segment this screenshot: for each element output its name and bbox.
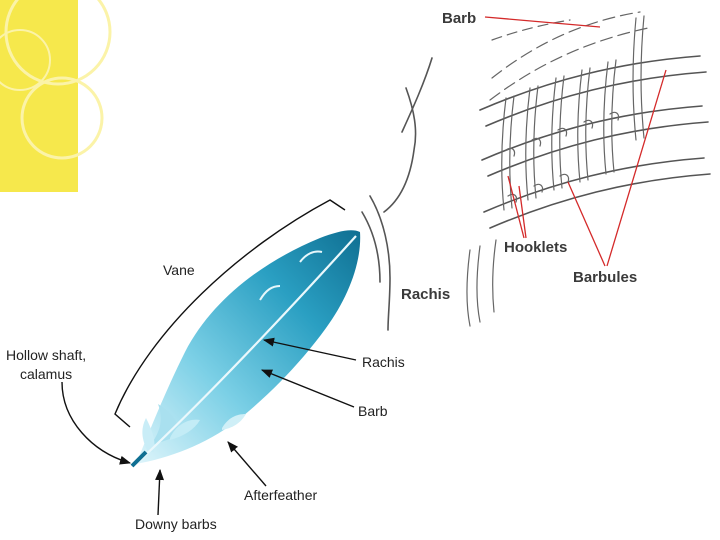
arrow-afterfeather: [228, 442, 266, 486]
decorative-tile: [0, 0, 110, 192]
arrow-hollow-shaft: [62, 382, 130, 463]
label-detail-barbules: Barbules: [573, 269, 637, 286]
label-hollow-shaft-line1: Hollow shaft,: [6, 347, 86, 363]
label-detail-barb: Barb: [442, 10, 476, 27]
label-detail-hooklets: Hooklets: [504, 239, 567, 256]
label-hollow-shaft-line2: calamus: [20, 366, 72, 382]
pointer-barbules-b: [607, 70, 666, 266]
label-afterfeather: Afterfeather: [244, 487, 317, 503]
arrow-barb: [262, 370, 354, 407]
label-downy-barbs: Downy barbs: [135, 516, 217, 532]
label-rachis: Rachis: [362, 354, 405, 370]
label-detail-rachis: Rachis: [401, 286, 450, 303]
label-vane: Vane: [163, 262, 195, 278]
label-barb: Barb: [358, 403, 388, 419]
barb-barbule-lattice-icon: [362, 12, 710, 330]
arrow-downy-barbs: [158, 470, 160, 515]
